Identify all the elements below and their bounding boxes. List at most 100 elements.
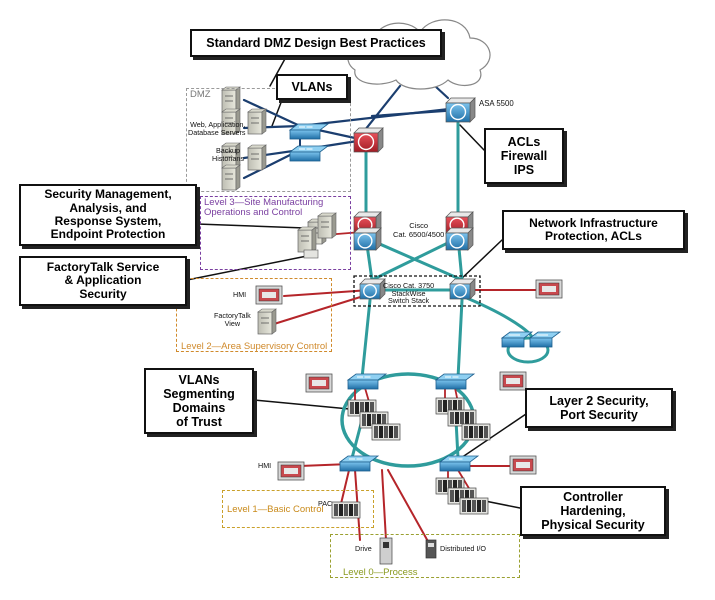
plc-module: [484, 426, 488, 438]
area-hmi-icon: [305, 373, 333, 393]
plc-module: [349, 504, 353, 516]
trunk-link: [456, 298, 464, 380]
cisco-6500-label: Cisco Cat. 6500/4500: [393, 221, 445, 239]
plc-module: [365, 402, 369, 414]
callout-pointer: [269, 56, 287, 87]
plc-module: [354, 504, 358, 516]
switch-front: [439, 461, 471, 472]
access-switch-icon: [438, 455, 480, 472]
plc-module: [470, 490, 474, 502]
plc-module: [465, 412, 469, 424]
callout-security-management: Security Management, Analysis, and Respo…: [19, 184, 197, 246]
device-link: [381, 469, 387, 541]
database-server-icon: [247, 108, 267, 135]
plc-icon: [461, 423, 491, 441]
plc-module: [458, 400, 462, 412]
cube-glyph: [449, 103, 467, 121]
plc-module: [469, 426, 473, 438]
plc-module: [362, 414, 366, 426]
device-link: [387, 469, 431, 546]
plc-module: [438, 480, 442, 492]
factorytalk-view-server-icon: [257, 308, 277, 335]
switch-front: [289, 151, 321, 162]
dmz-zone: [186, 88, 351, 192]
plc-module: [443, 480, 447, 492]
callout-controller-hardening: Controller Hardening, Physical Security: [520, 486, 666, 536]
drive-display: [383, 542, 389, 548]
dmz-firewall-icon: [353, 127, 384, 153]
plc-module: [477, 500, 481, 512]
drive-label: Drive: [355, 544, 372, 553]
cisco-3750-icon: [359, 278, 386, 300]
pac-label: PAC: [318, 499, 333, 508]
cube-glyph: [357, 133, 375, 151]
plc-module: [389, 426, 393, 438]
web-app-servers-label: Web, Application, Database Servers: [188, 120, 246, 138]
callout-factorytalk-security: FactoryTalk Service & Application Securi…: [19, 256, 187, 306]
plc-module: [339, 504, 343, 516]
level1-zone: [222, 490, 374, 528]
distributed-io-icon: [425, 539, 437, 559]
dmz-switch-icon: [288, 145, 330, 162]
switch-front: [435, 379, 467, 390]
trunk-link: [370, 236, 460, 282]
distribution-switch-icon: [434, 373, 476, 390]
dmz-link: [433, 84, 450, 100]
area-hmi-icon: [499, 371, 527, 391]
cisco-3750-icon: [449, 278, 476, 300]
plc-module: [382, 414, 386, 426]
asa-5500-icon: [445, 97, 476, 123]
level2-zone: [176, 278, 332, 352]
callout-vlans: VLANs: [276, 74, 348, 100]
callout-vlans-segmenting: VLANs Segmenting Domains of Trust: [144, 368, 254, 434]
distributed-io-label: Distributed I/O: [440, 544, 486, 553]
dmz-link: [242, 98, 302, 128]
server-side: [331, 212, 337, 239]
cisco-3750-label: Cisco Cat. 3750 StackWise Switch Stack: [383, 281, 435, 306]
plc-module: [450, 490, 454, 502]
callout-pointer: [459, 124, 485, 151]
plc-module: [443, 400, 447, 412]
callout-pointer: [196, 223, 306, 229]
hmi-display: [506, 378, 520, 384]
level0-zone-label: Level 0—Process: [343, 567, 418, 578]
plc-icon: [371, 423, 401, 441]
plc-module: [470, 412, 474, 424]
hmi-display: [312, 380, 326, 386]
callout-acls-firewall-ips: ACLs Firewall IPS: [484, 128, 564, 184]
switch-front: [501, 337, 525, 348]
plc-module: [453, 400, 457, 412]
cell-hmi-icon: [509, 455, 537, 475]
security-server-icon: [317, 212, 337, 239]
server-side: [235, 108, 241, 135]
cube-glyph: [357, 233, 373, 249]
cube-glyph: [363, 284, 377, 298]
callout-pointer: [186, 254, 313, 281]
plc-module: [467, 500, 471, 512]
plc-icon: [447, 409, 477, 427]
level3-zone: [200, 196, 351, 270]
plc-module: [394, 426, 398, 438]
ring-switch-icon: [500, 331, 534, 348]
server-side: [261, 144, 267, 171]
asa-label: ASA 5500: [479, 99, 514, 108]
level1-zone-label: Level 1—Basic Control: [227, 504, 324, 515]
ring-switch-icon: [528, 331, 562, 348]
cisco-6500-icon: [353, 227, 382, 251]
plc-module: [372, 414, 376, 426]
dmz-zone-label: DMZ: [190, 89, 211, 100]
plc-module: [450, 412, 454, 424]
access-switch-icon: [338, 455, 380, 472]
hmi-level1-icon: [277, 461, 305, 481]
switch-front: [289, 129, 321, 140]
plc-module: [360, 402, 364, 414]
hmi-display: [284, 468, 298, 474]
security-server-icon: [297, 226, 317, 253]
server-side: [261, 108, 267, 135]
level3-zone-label: Level 3—Site Manufacturing Operations an…: [204, 197, 324, 219]
level2-zone-label: Level 2—Area Supervisory Control: [181, 341, 328, 352]
callout-dmz-best-practices: Standard DMZ Design Best Practices: [190, 29, 442, 57]
historian-server-icon: [247, 144, 267, 171]
pac-icon: [331, 501, 361, 519]
plc-module: [472, 500, 476, 512]
